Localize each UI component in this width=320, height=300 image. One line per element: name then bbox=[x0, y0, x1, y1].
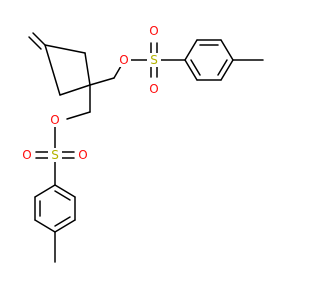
cyclobutane-ring bbox=[44, 44, 91, 96]
methylene-double-bond bbox=[28, 32, 46, 50]
ester-oxygen-right-label: O bbox=[119, 53, 128, 67]
lower-tolyl-ring bbox=[34, 184, 76, 263]
upper-tosylate-arm bbox=[89, 42, 186, 86]
atom-labels: O S O O O S O O bbox=[20, 24, 161, 162]
lower-tosylate-arm bbox=[35, 84, 91, 186]
sulfonyl-oxygen-right-top-label: O bbox=[149, 24, 158, 38]
ester-oxygen-left-label: O bbox=[50, 113, 59, 127]
molecule-diagram: O S O O O S O O bbox=[20, 24, 264, 263]
upper-tolyl-ring bbox=[184, 39, 264, 81]
sulfonyl-oxygen-left-left-label: O bbox=[22, 148, 31, 162]
sulfonyl-oxygen-right-bottom-label: O bbox=[149, 82, 158, 96]
sulfur-left-label: S bbox=[51, 148, 59, 162]
sulfur-right-label: S bbox=[150, 53, 158, 67]
structure-canvas: O S O O O S O O bbox=[20, 24, 264, 263]
sulfonyl-oxygen-left-right-label: O bbox=[78, 148, 87, 162]
